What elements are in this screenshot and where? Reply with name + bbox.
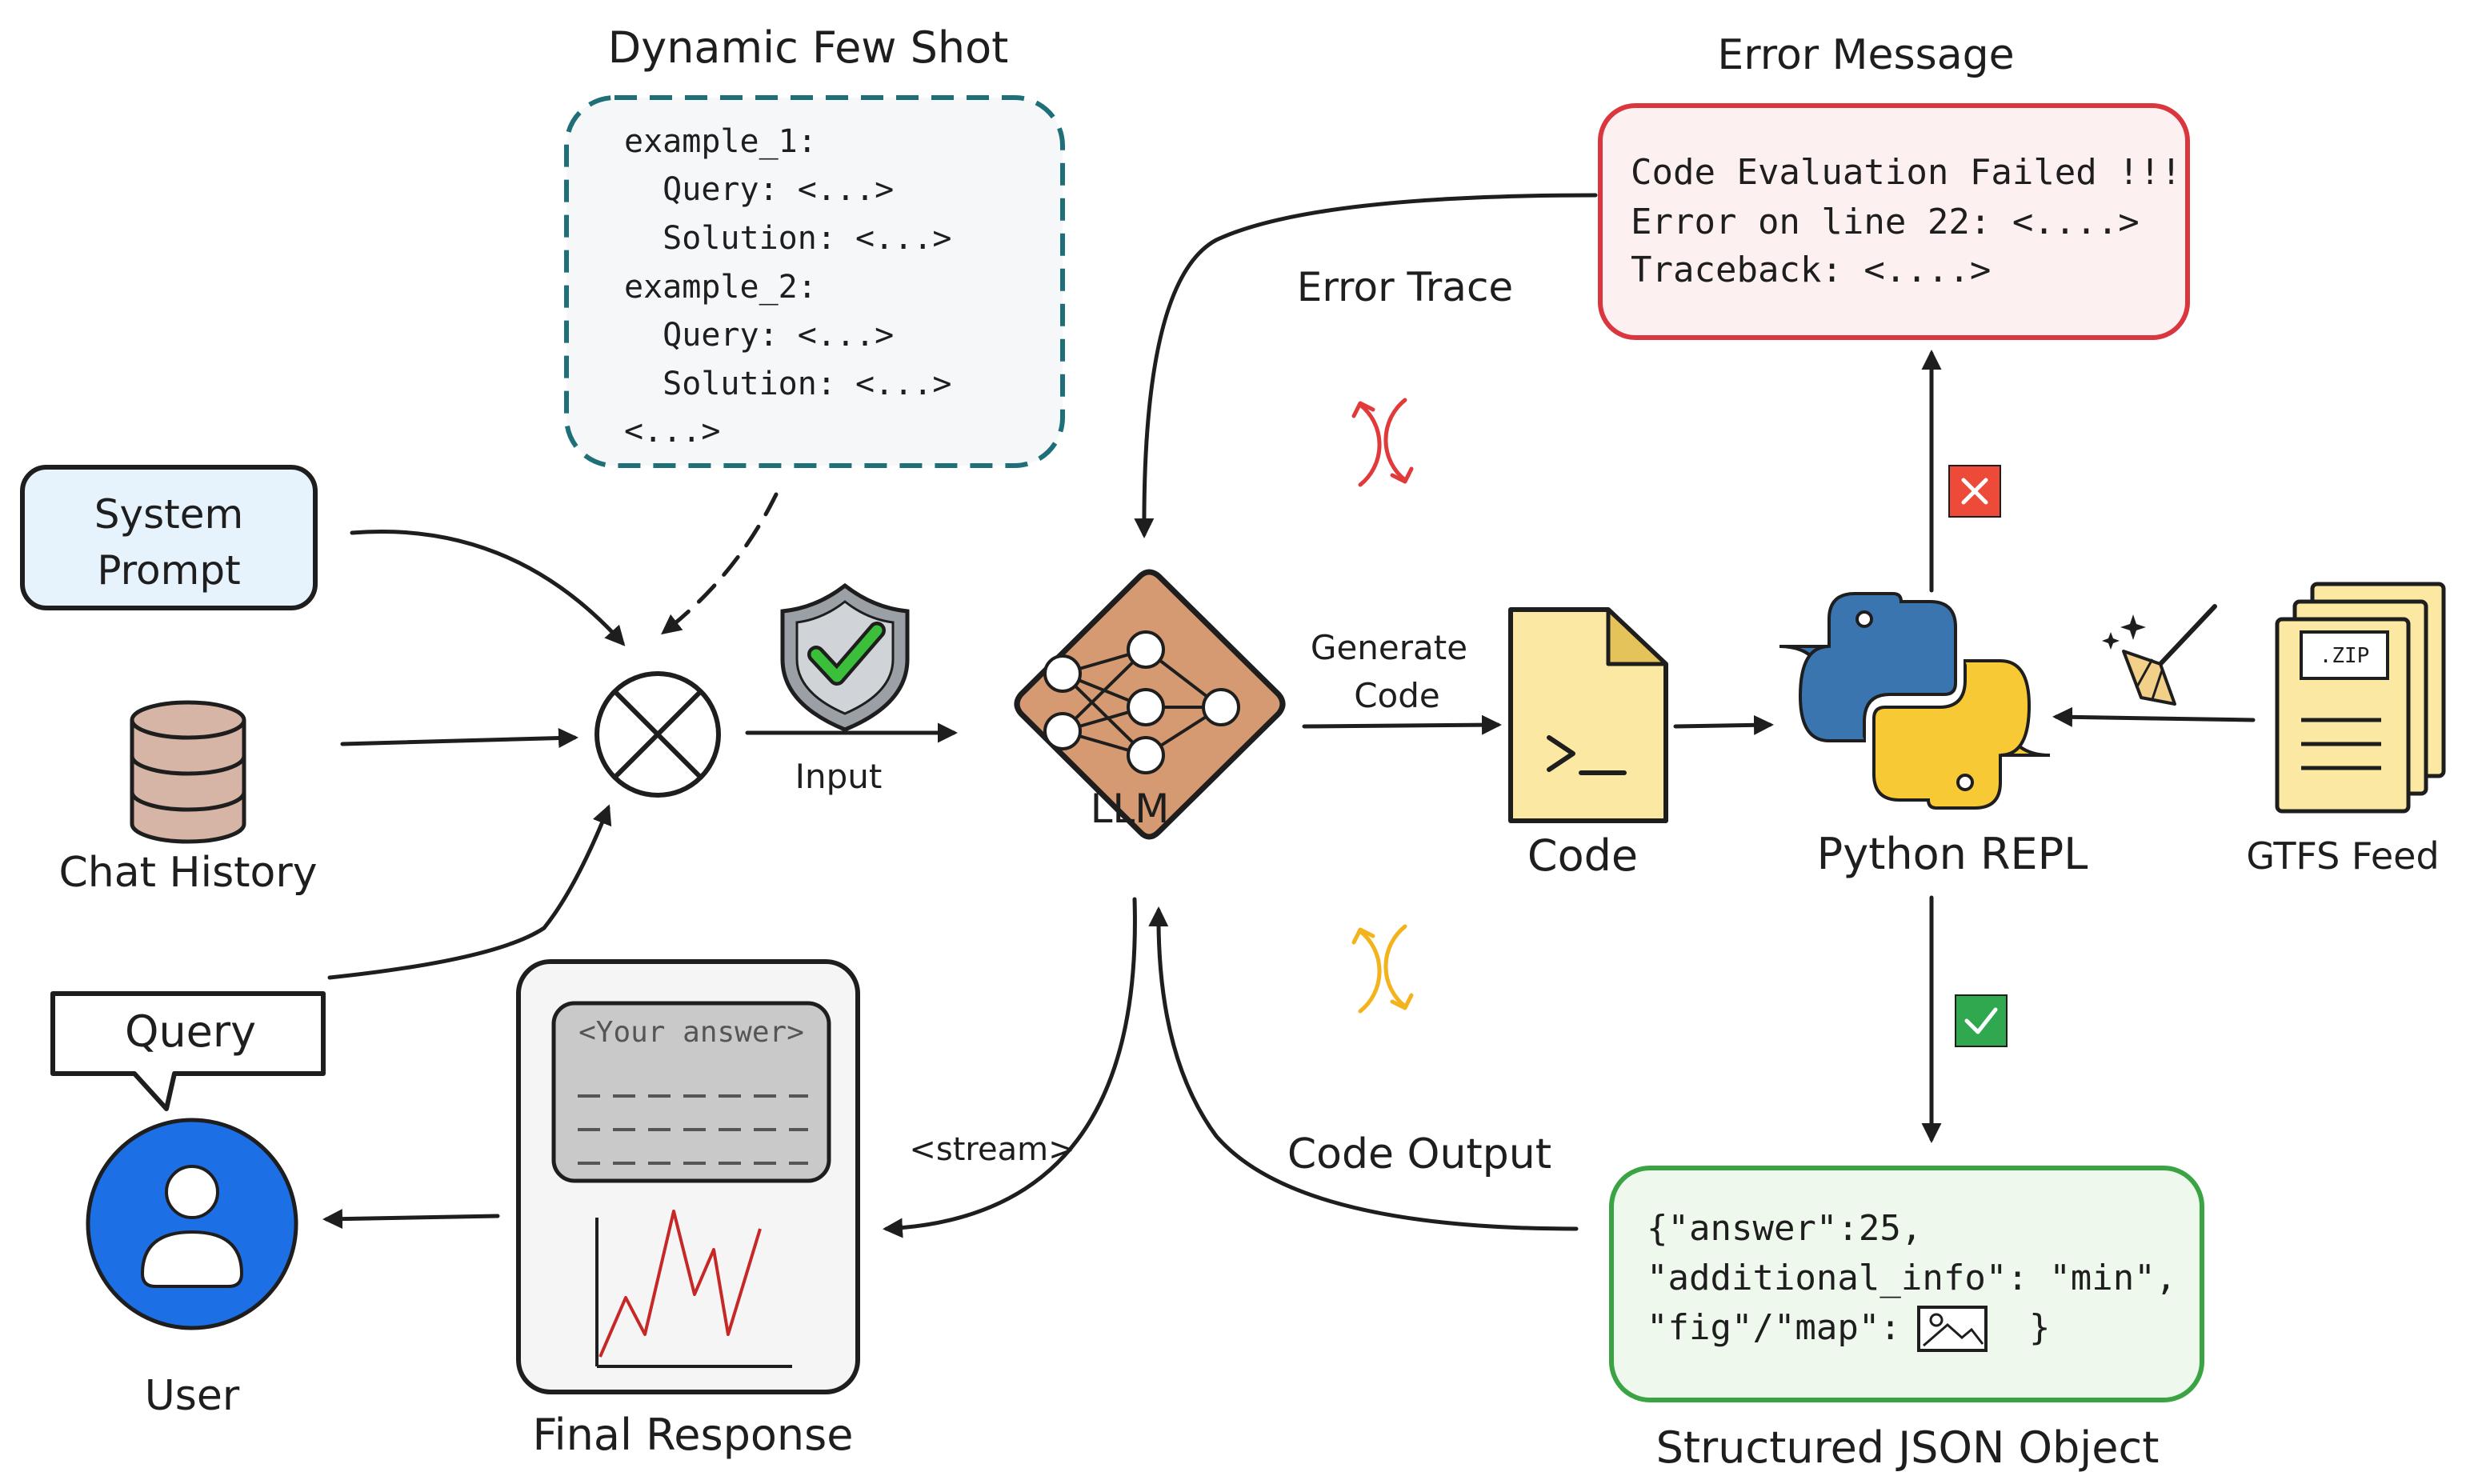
edge-gtfs-to-repl — [2052, 706, 2256, 727]
few-shot-line: Query: <...> — [624, 171, 894, 208]
error-message-content: Code Evaluation Failed !!! Error on line… — [1631, 152, 2182, 290]
answer-area — [551, 1001, 831, 1183]
edge-history-to-combine — [340, 728, 578, 749]
query-label: Query — [125, 1006, 256, 1057]
json-object-box — [1609, 1166, 2204, 1402]
generate-code-line2: Code — [1354, 676, 1440, 715]
edge-fewshot-to-combine — [661, 492, 779, 635]
few-shot-line: <...> — [624, 413, 720, 450]
edge-system-to-combine — [350, 530, 626, 646]
few-shot-line: example_2: — [624, 269, 817, 306]
few-shot-title: Dynamic Few Shot — [608, 22, 1009, 73]
few-shot-line: Solution: <...> — [624, 366, 951, 402]
few-shot-line: Query: <...> — [624, 317, 894, 354]
chat-history-label: Chat History — [58, 849, 317, 897]
success-cycle-icon — [1351, 924, 1414, 1014]
system-prompt-line2: Prompt — [97, 547, 240, 594]
edge-code-to-repl — [1673, 714, 1774, 735]
error-message-line: Error on line 22: <....> — [1631, 202, 2140, 242]
success-check-icon — [1955, 994, 2008, 1047]
combine-node — [594, 671, 721, 798]
edge-error-to-llm — [1134, 193, 1598, 538]
stream-label: <stream> — [909, 1131, 1075, 1168]
json-object-title: Structured JSON Object — [1656, 1422, 2160, 1473]
generate-code-line1: Generate — [1311, 628, 1467, 667]
code-output-label: Code Output — [1287, 1130, 1551, 1178]
llm-label: LLM — [1091, 786, 1170, 832]
line-chart-icon — [595, 1210, 792, 1368]
edge-llm-to-final — [883, 897, 1137, 1238]
query-bubble — [50, 991, 326, 1111]
retry-cycle-icon — [1351, 398, 1414, 487]
code-file-icon — [1508, 607, 1668, 823]
error-message-line: Traceback: <....> — [1631, 250, 1991, 290]
error-message-line: Code Evaluation Failed !!! — [1631, 152, 2182, 193]
json-line: } — [2029, 1307, 2051, 1348]
edges — [322, 193, 2256, 1238]
json-object-content: {"answer":25, "additional_info": "min", … — [1647, 1208, 2176, 1348]
edge-final-to-user — [322, 1209, 500, 1230]
final-response-title: Final Response — [533, 1410, 854, 1460]
broom-icon — [2102, 604, 2217, 706]
edge-llm-to-code — [1302, 714, 1502, 735]
error-message-box — [1598, 103, 2190, 340]
zip-label: .ZIP — [2320, 644, 2370, 668]
answer-lines — [578, 1094, 808, 1165]
answer-placeholder: <Your answer> — [578, 1016, 804, 1049]
fail-x-icon — [1948, 465, 2001, 518]
python-repl-label: Python REPL — [1817, 829, 2088, 879]
user-icon — [86, 1118, 298, 1330]
llm-node — [1014, 569, 1286, 840]
shield-check-icon — [780, 582, 910, 732]
few-shot-line: Solution: <...> — [624, 220, 951, 257]
input-label: Input — [795, 757, 883, 796]
json-line: "additional_info": "min", — [1647, 1258, 2176, 1298]
code-label: Code — [1527, 830, 1638, 881]
image-icon — [1917, 1306, 1988, 1352]
error-trace-label: Error Trace — [1297, 264, 1513, 310]
edge-json-to-llm — [1148, 906, 1579, 1231]
system-prompt-line1: System — [94, 491, 243, 538]
few-shot-content: example_1: Query: <...> Solution: <...> … — [624, 123, 951, 450]
json-line: "fig"/"map": — [1647, 1307, 1901, 1348]
database-icon — [130, 700, 246, 844]
python-logo-icon — [1779, 592, 2051, 810]
gtfs-feed-label: GTFS Feed — [2246, 834, 2439, 878]
edge-query-to-combine — [327, 804, 612, 980]
user-label: User — [145, 1372, 240, 1420]
json-line: {"answer":25, — [1647, 1208, 1922, 1249]
zip-files-icon — [2275, 582, 2446, 814]
few-shot-box — [564, 95, 1065, 468]
few-shot-line: example_1: — [624, 123, 817, 160]
system-prompt-box — [20, 465, 318, 610]
error-message-title: Error Message — [1717, 31, 2014, 79]
